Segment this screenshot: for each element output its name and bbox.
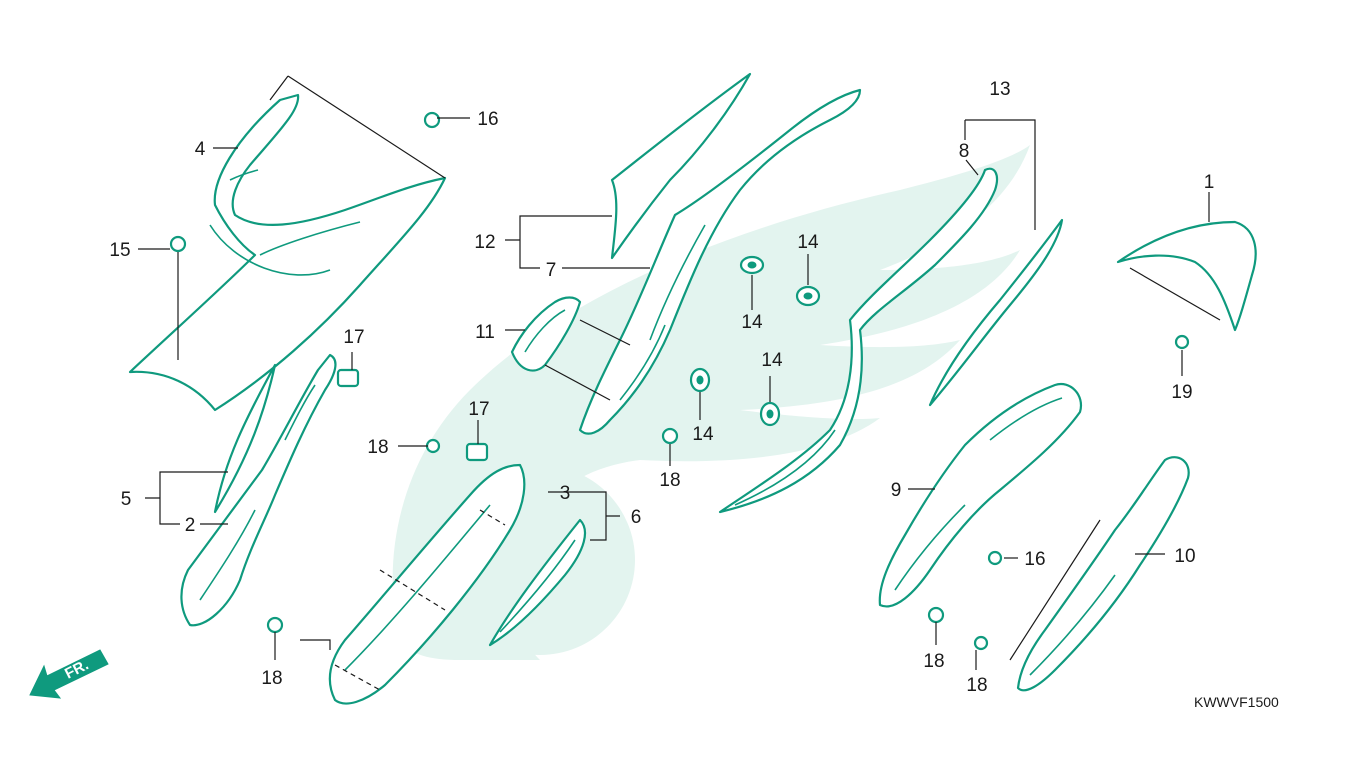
part-11-bracket — [510, 296, 582, 372]
callout-19: 19 — [1171, 382, 1192, 403]
callout-14: 14 — [692, 424, 714, 445]
part-4-center-cowl — [128, 93, 447, 412]
callout-8: 8 — [959, 141, 970, 162]
part-12-body-cover — [610, 72, 752, 260]
part-1-rear-cowl — [1116, 220, 1257, 332]
part-10-right-lower-cover — [1016, 456, 1190, 692]
callout-18: 18 — [261, 668, 282, 689]
callout-11: 11 — [475, 322, 495, 343]
callout-18: 18 — [659, 470, 680, 491]
callout-14: 14 — [741, 312, 763, 333]
callout-7: 7 — [546, 260, 557, 281]
callout-5: 5 — [121, 489, 132, 510]
callout-17: 17 — [343, 327, 364, 348]
part-9-right-side-cover — [878, 382, 1083, 608]
part-8-frame — [718, 167, 999, 514]
callout-18: 18 — [966, 675, 987, 696]
callout-6: 6 — [631, 507, 642, 528]
callout-labels: 1 2 3 4 5 6 7 8 9 10 11 12 13 14 14 14 1… — [109, 79, 1215, 696]
callout-3: 3 — [560, 483, 571, 504]
leader-lines — [138, 75, 1221, 670]
callout-16: 16 — [477, 109, 498, 130]
callout-16: 16 — [1024, 549, 1045, 570]
front-direction-arrow: FR. — [29, 649, 109, 699]
part-3-lower-side-cover — [328, 463, 526, 705]
callout-12: 12 — [474, 232, 495, 253]
callout-14: 14 — [761, 350, 783, 371]
diagram-code: KWWVF1500 — [1194, 694, 1279, 710]
callout-1: 1 — [1204, 172, 1215, 193]
callout-9: 9 — [891, 480, 902, 501]
part-7-inner-cover — [578, 88, 862, 435]
clip-nut-icon — [336, 368, 489, 462]
part-5-left-side-cover — [180, 353, 337, 627]
callout-2: 2 — [185, 515, 196, 536]
callout-13: 13 — [989, 79, 1010, 100]
callout-4: 4 — [195, 139, 206, 160]
callout-15: 15 — [109, 240, 130, 261]
screw-icon — [169, 111, 1190, 651]
callout-10: 10 — [1174, 546, 1195, 567]
part-6-side-panel — [488, 518, 587, 647]
callout-18: 18 — [923, 651, 944, 672]
callout-14: 14 — [797, 232, 819, 253]
part-13-rail — [928, 218, 1064, 407]
callout-18: 18 — [367, 437, 388, 458]
dashed-guides — [334, 509, 506, 691]
grommet-icon — [689, 255, 821, 427]
callout-17: 17 — [468, 399, 489, 420]
